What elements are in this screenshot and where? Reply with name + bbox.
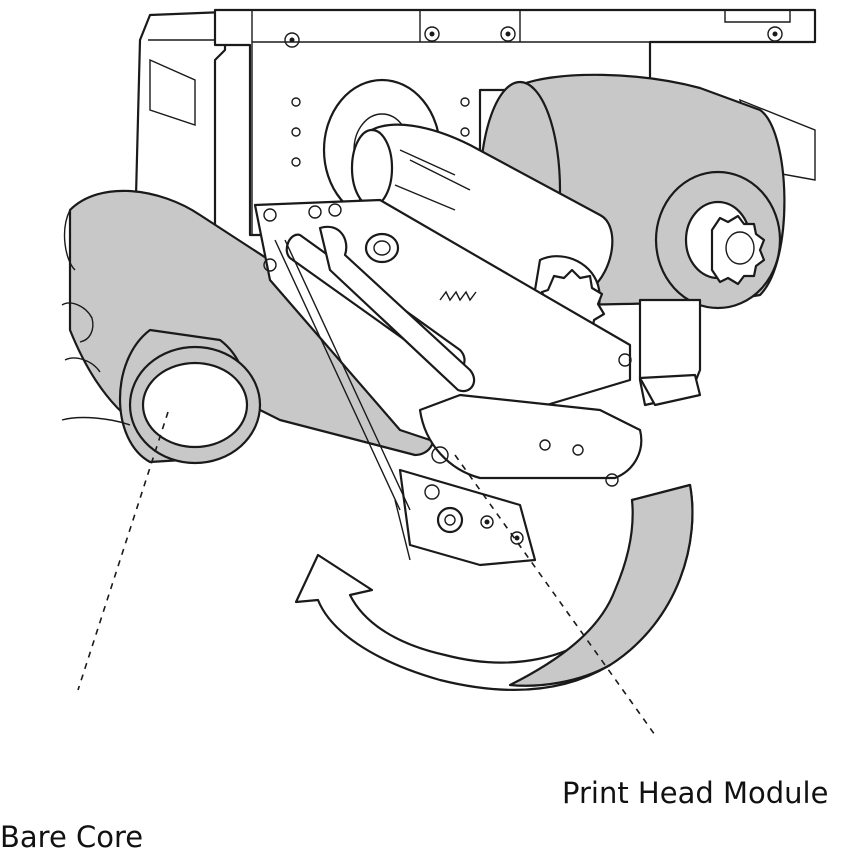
print-head-module [253, 198, 643, 567]
leader-lines [77, 411, 656, 736]
bare-core-leader-line [77, 411, 169, 691]
print-head-leader-line [454, 454, 656, 736]
print-head-module-label: Print Head Module [562, 776, 829, 810]
right-bracket [638, 298, 702, 407]
rotation-arrow-icon [294, 483, 694, 691]
bare-core-label: Bare Core [0, 820, 144, 854]
bare-core-roll [61, 302, 262, 465]
